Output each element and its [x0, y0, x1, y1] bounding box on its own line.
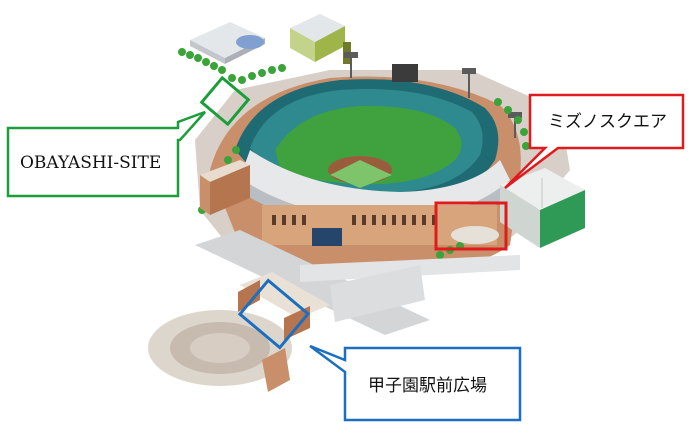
- mizuno-square-building: [451, 168, 585, 248]
- building-top-center: [290, 14, 351, 64]
- building-top-left: [190, 22, 265, 64]
- stadium: [210, 52, 522, 273]
- callout-koshien: 甲子園駅前広場: [237, 278, 522, 422]
- station-plaza: [148, 272, 330, 392]
- callout-mizuno: ミズノスクエア: [434, 93, 685, 251]
- callout-obayashi: OBAYASHI-SITE: [6, 75, 251, 198]
- koshien-label: 甲子園駅前広場: [368, 376, 487, 396]
- mizuno-highlight-box: [434, 201, 508, 251]
- left-annex-building: [200, 160, 250, 215]
- koshien-highlight-box: [237, 278, 311, 350]
- tree-row-top: [178, 48, 286, 84]
- koshien-label-box: [309, 344, 522, 422]
- light-towers: [344, 52, 522, 138]
- obayashi-label: OBAYASHI-SITE: [20, 153, 161, 173]
- obayashi-label-box: [6, 110, 206, 198]
- obayashi-highlight-box: [199, 75, 251, 127]
- mizuno-label-box: [504, 93, 685, 189]
- facade-windows: [272, 215, 436, 225]
- mizuno-label: ミズノスクエア: [548, 112, 667, 132]
- roads: [195, 230, 520, 335]
